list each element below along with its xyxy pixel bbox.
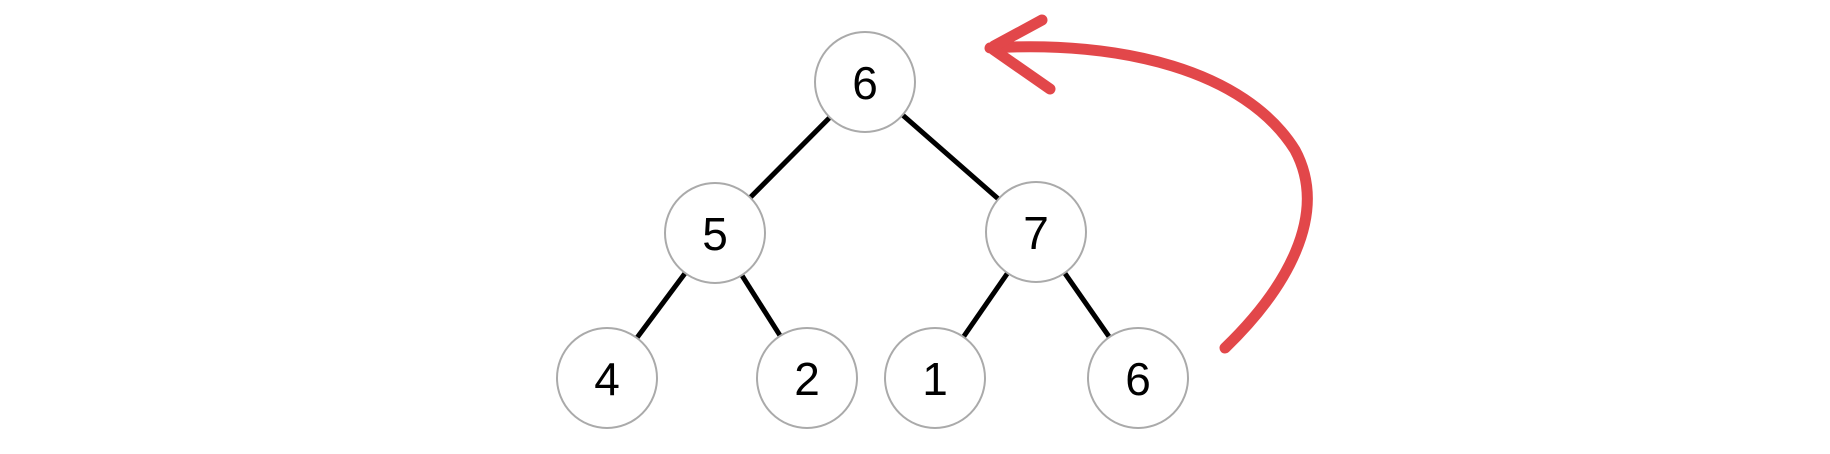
- node-label-lr: 2: [794, 353, 820, 405]
- node-circle-root[interactable]: [814, 31, 916, 133]
- node-circle-ll[interactable]: [556, 327, 658, 429]
- annotation-arrow-group: [984, 14, 1313, 354]
- tree-node-lr[interactable]: 2: [756, 327, 858, 429]
- node-label-rr: 6: [1125, 353, 1151, 405]
- tree-edge-left-ll: [634, 271, 688, 340]
- tree-node-rl[interactable]: 1: [884, 327, 986, 429]
- tree-edge-root-right: [900, 113, 1001, 201]
- node-label-ll: 4: [594, 353, 620, 405]
- node-circle-right[interactable]: [985, 181, 1087, 283]
- node-label-rl: 1: [922, 353, 948, 405]
- node-circle-rr[interactable]: [1087, 327, 1189, 429]
- node-circle-lr[interactable]: [756, 327, 858, 429]
- node-circle-rl[interactable]: [884, 327, 986, 429]
- tree-node-rr[interactable]: 6: [1087, 327, 1189, 429]
- tree-edge-right-rl: [961, 271, 1010, 339]
- tree-node-left[interactable]: 5: [664, 182, 766, 284]
- tree-node-right[interactable]: 7: [985, 181, 1087, 283]
- node-circle-left[interactable]: [664, 182, 766, 284]
- tree-edge-root-left: [748, 115, 832, 200]
- tree-edges-group: [634, 113, 1112, 340]
- tree-node-root[interactable]: 6: [814, 31, 916, 133]
- tree-edge-left-lr: [739, 273, 783, 338]
- tree-node-ll[interactable]: 4: [556, 327, 658, 429]
- arrow-head-barb-upper: [988, 14, 1048, 52]
- node-label-right: 7: [1023, 207, 1049, 259]
- tree-edge-right-rr: [1062, 271, 1112, 339]
- arrow-head-barb-lower: [988, 44, 1056, 95]
- node-label-root: 6: [852, 57, 878, 109]
- node-label-left: 5: [702, 208, 728, 260]
- arrow-shaft-curve: [984, 41, 1313, 354]
- tree-nodes-group: 6 5 7 4 2 1 6: [556, 31, 1189, 429]
